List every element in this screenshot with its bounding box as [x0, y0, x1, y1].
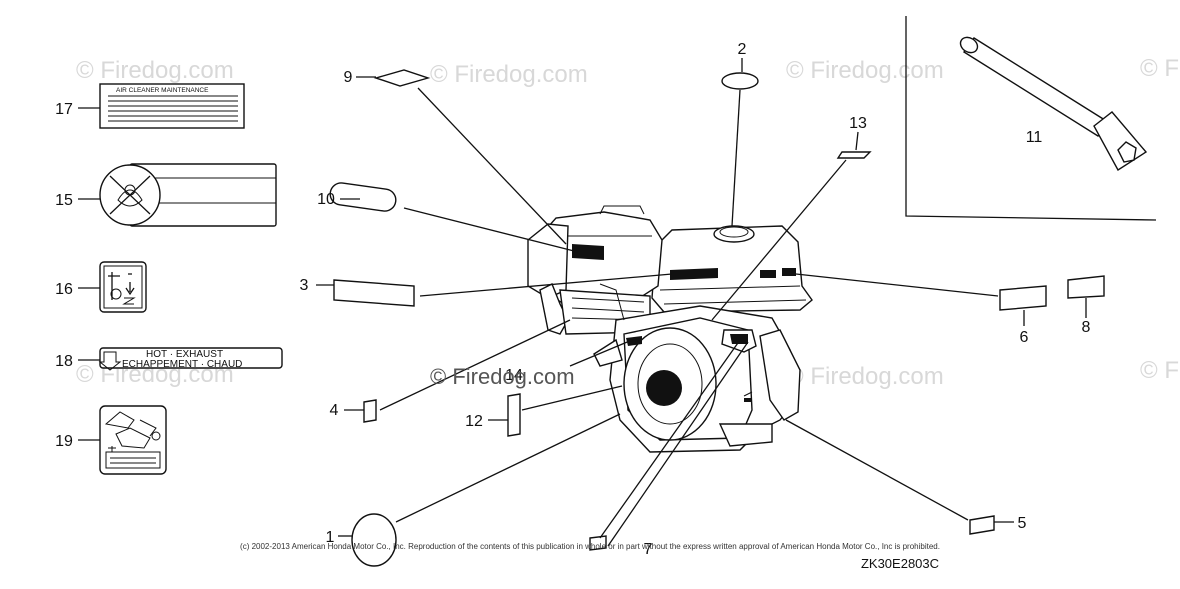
callout-13: 13 — [849, 115, 867, 132]
watermark-3: © Firedog.com — [786, 57, 944, 84]
callout-19: 19 — [55, 433, 73, 450]
callout-7: 7 — [644, 541, 653, 558]
part-6-decal — [999, 285, 1047, 311]
small-decals — [329, 69, 1105, 567]
part-15-fuel-warning-label — [99, 163, 277, 227]
callout-5: 5 — [1018, 515, 1027, 532]
part-10-decal — [329, 182, 397, 212]
air-cleaner-label-text: AIR CLEANER MAINTENANCE — [116, 87, 209, 94]
part-3-decal — [333, 279, 415, 307]
callout-10: 10 — [317, 191, 335, 208]
part-17-air-cleaner-label: AIR CLEANER MAINTENANCE — [99, 83, 245, 129]
watermark-2: © Firedog.com — [430, 61, 588, 88]
diagram-code: ZK30E2803C — [861, 556, 939, 571]
part-8-decal — [1067, 275, 1105, 299]
callout-15: 15 — [55, 192, 73, 209]
callout-16: 16 — [55, 281, 73, 298]
part-11-spark-plug-wrench — [959, 36, 1148, 171]
callout-14: 14 — [505, 367, 523, 384]
part-16-choke-label — [99, 261, 147, 313]
part-12-decal — [507, 393, 521, 437]
part-18-hot-exhaust-label: HOT · EXHAUST ECHAPPEMENT · CHAUD — [98, 347, 283, 371]
part-1-decal — [351, 513, 397, 567]
callout-17: 17 — [55, 101, 73, 118]
callout-12: 12 — [465, 413, 483, 430]
watermark-1: © Firedog.com — [76, 57, 234, 84]
copyright-notice: (c) 2002-2013 American Honda Motor Co., … — [240, 542, 940, 551]
leader-lines — [316, 58, 1087, 547]
hot-exhaust-line1: HOT · EXHAUST — [146, 349, 223, 360]
part-13-decal — [836, 151, 872, 159]
watermark-6: © Firedog.com — [786, 363, 944, 390]
callout-8: 8 — [1082, 319, 1091, 336]
callout-18: 18 — [55, 353, 73, 370]
callout-3: 3 — [300, 277, 309, 294]
inset-box — [905, 16, 1157, 221]
callout-2: 2 — [738, 41, 747, 58]
callout-4: 4 — [330, 402, 339, 419]
callout-1: 1 — [326, 529, 335, 546]
part-5-decal — [969, 515, 995, 535]
part-2-decal — [721, 72, 759, 90]
watermark-7: © Firedog.com — [1140, 357, 1180, 384]
callout-numbers: 2 9 13 11 17 15 10 3 16 6 8 18 14 4 12 1… — [55, 41, 1090, 558]
hot-exhaust-line2: ECHAPPEMENT · CHAUD — [122, 359, 242, 370]
part-4-decal — [363, 399, 377, 423]
watermark-4: © Firedog.com — [1140, 55, 1180, 82]
callout-11: 11 — [1026, 129, 1043, 146]
callout-9: 9 — [344, 69, 353, 86]
watermarks: © Firedog.com © Firedog.com © Firedog.co… — [76, 55, 1180, 390]
callout-6: 6 — [1020, 329, 1029, 346]
engine-illustration — [527, 205, 813, 453]
part-9-decal — [373, 69, 431, 87]
part-19-oil-label — [99, 405, 167, 475]
watermark-center: © Firedog.com — [430, 364, 575, 389]
